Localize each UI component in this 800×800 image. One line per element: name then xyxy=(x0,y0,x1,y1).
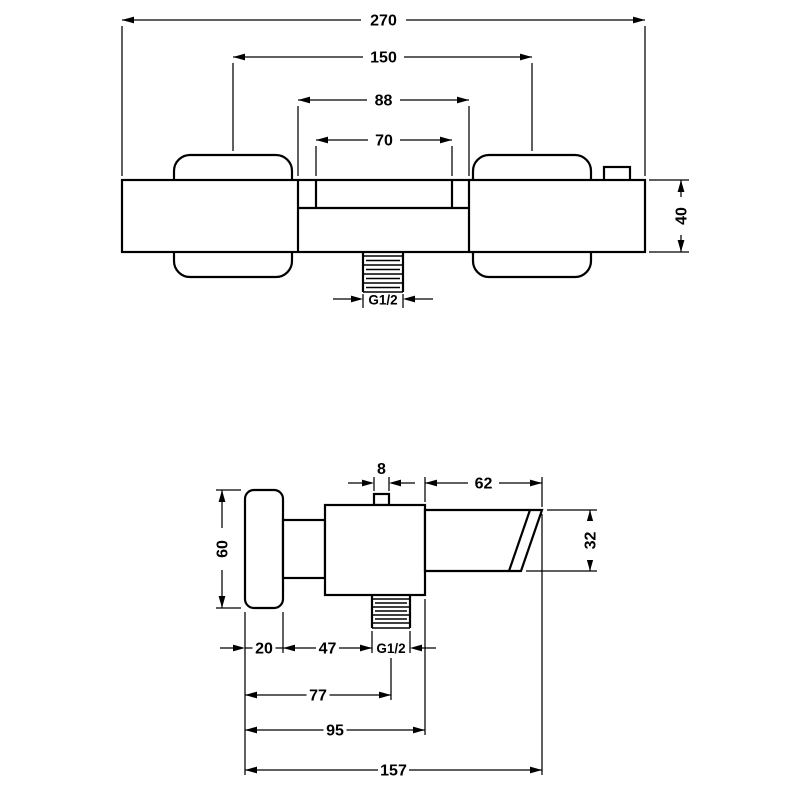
side-spout xyxy=(423,508,544,573)
side-handle-stem xyxy=(281,518,327,580)
front-spout-recess xyxy=(296,180,471,252)
dim-label-47: 47 xyxy=(319,641,337,658)
side-view: 8 62 60 xyxy=(213,461,600,780)
dim-label-95: 95 xyxy=(326,723,344,740)
dim-label-157: 157 xyxy=(380,763,407,780)
dim-front-thread: G1/2 xyxy=(333,293,433,308)
dim-overall-width: 270 xyxy=(121,11,646,176)
dim-total-depth: 157 xyxy=(245,761,542,780)
dim-label-77: 77 xyxy=(309,688,327,705)
dim-label-88: 88 xyxy=(375,93,393,110)
side-outlet-thread xyxy=(370,595,412,629)
side-top-tab xyxy=(372,492,391,507)
dim-wall-to-spout-start: 95 xyxy=(245,721,425,740)
dim-handle-spacing: 150 xyxy=(232,48,533,151)
dim-handle-to-thread: 47 xyxy=(283,639,372,658)
side-extension-lines xyxy=(244,514,543,775)
front-outlet-thread xyxy=(361,252,405,293)
dim-label-side-g12: G1/2 xyxy=(376,641,405,656)
dim-label-8: 8 xyxy=(377,461,386,478)
dim-label-62: 62 xyxy=(475,476,493,493)
dim-handle-depth: 20 xyxy=(220,639,283,658)
dim-body-height: 40 xyxy=(649,179,691,253)
side-handle-knob xyxy=(243,488,285,610)
dim-spout-length: 62 xyxy=(424,474,543,507)
dim-wall-to-thread-center: 77 xyxy=(245,686,391,705)
dim-label-270: 270 xyxy=(370,13,397,30)
dim-spout-opening-width: 70 xyxy=(315,131,453,176)
dim-label-32: 32 xyxy=(583,532,600,550)
side-body xyxy=(323,503,427,597)
dim-side-thread: G1/2 xyxy=(376,641,436,656)
dim-spout-height: 32 xyxy=(526,509,600,572)
dim-label-front-g12: G1/2 xyxy=(368,293,397,308)
front-diverter-button xyxy=(602,165,632,183)
front-view: 270 150 88 xyxy=(120,11,691,308)
dim-label-70: 70 xyxy=(375,133,393,150)
dim-label-20: 20 xyxy=(255,641,273,658)
dim-label-150: 150 xyxy=(370,50,397,67)
front-body-bar xyxy=(120,178,647,254)
dim-label-40: 40 xyxy=(674,207,691,225)
dim-top-tab: 8 xyxy=(348,461,415,491)
dim-spout-outer-width: 88 xyxy=(297,91,470,176)
dim-handle-diameter: 60 xyxy=(213,489,241,609)
dim-label-60: 60 xyxy=(215,540,232,558)
